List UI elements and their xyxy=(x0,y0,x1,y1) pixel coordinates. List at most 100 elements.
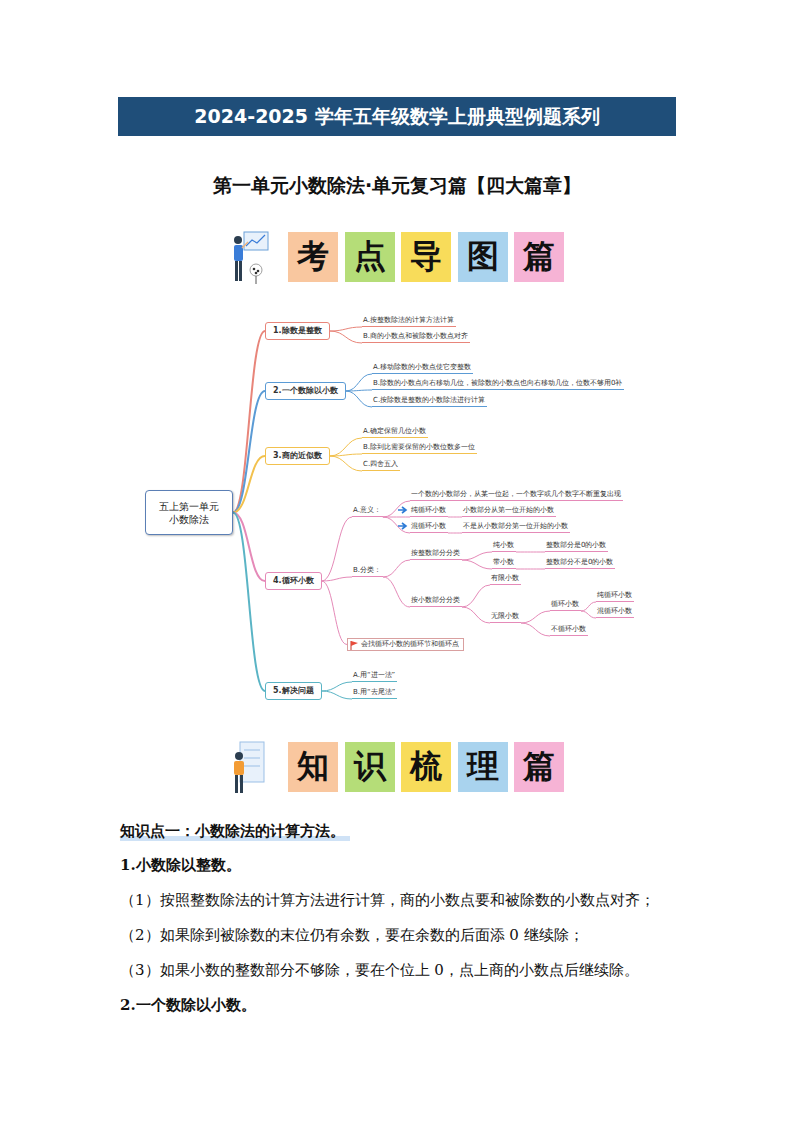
node-text: A.确定保留几位小数 xyxy=(363,427,426,435)
title-text: 2024-2025 学年五年级数学上册典型例题系列 xyxy=(194,104,599,130)
banner-tile: 图 xyxy=(458,232,508,282)
mindmap-branch xyxy=(233,513,265,692)
branch-item: A.移动除数的小数点使它变整数 xyxy=(372,363,473,374)
mindmap-branch xyxy=(330,456,362,471)
node-text: C.按除数是整数的小数除法进行计算 xyxy=(373,396,485,404)
mindmap-branch xyxy=(383,577,410,607)
node-text: 无限小数 xyxy=(491,612,519,620)
branch-item: B.除数的小数点向右移动几位，被除数的小数点也向右移动几位，位数不够用0补 xyxy=(372,379,624,390)
node-text: 3.商的近似数 xyxy=(273,451,322,460)
banner-tile: 知 xyxy=(288,742,338,792)
mindmap-branch xyxy=(516,552,545,553)
banner-tile: 考 xyxy=(288,232,338,282)
branch-box: 4.循环小数 xyxy=(265,572,322,590)
branch-item: A.意义： xyxy=(352,506,383,517)
branch-item: 一个数的小数部分，从某一位起，一个数字或几个数字不断重复出现 xyxy=(410,490,623,501)
node-text: 图 xyxy=(467,235,499,279)
node-text: 考 xyxy=(297,235,329,279)
node-text: 知 xyxy=(297,745,329,789)
branch-item: 整数部分是0的小数 xyxy=(545,541,608,552)
mindmap-branch xyxy=(581,611,596,618)
mindmap-branch xyxy=(233,331,265,513)
body-text: （1）按照整数除法的计算方法进行计算，商的小数点要和被除数的小数点对齐； xyxy=(120,891,655,910)
branch-item: 有限小数 xyxy=(490,574,521,585)
branch-item: A.确定保留几位小数 xyxy=(362,427,428,438)
node-text: 五上第一单元 小数除法 xyxy=(158,500,220,526)
branch-item: 按整数部分分类 xyxy=(410,549,462,560)
mindmap-branch xyxy=(383,517,410,533)
subtitle: 第一单元小数除法·单元复习篇【四大篇章】 xyxy=(0,173,794,199)
mindmap-branch xyxy=(330,331,362,343)
mindmap-branch xyxy=(521,623,550,636)
flag-icon xyxy=(349,639,359,651)
node-text: 导 xyxy=(410,235,442,279)
mindmap-branch xyxy=(233,513,265,582)
node-text: 混循环小数 xyxy=(597,607,632,615)
mindmap-branch xyxy=(448,517,462,518)
node-text: 纯循环小数 xyxy=(597,591,632,599)
mindmap-branch xyxy=(346,390,372,391)
mindmap-branch xyxy=(462,585,490,607)
mindmap-branch xyxy=(233,391,265,513)
mindmap-branch xyxy=(322,581,347,645)
mindmap-branch xyxy=(346,391,372,407)
node-text: A.用“进一法” xyxy=(353,671,395,679)
node-text: 4.循环小数 xyxy=(273,576,314,585)
banner-tile: 识 xyxy=(345,742,395,792)
mindmap-branch xyxy=(330,327,362,331)
node-text: 1.除数是整数 xyxy=(273,326,322,335)
node-text: 整数部分不是0的小数 xyxy=(546,558,613,566)
label-text: 知识点一：小数除法的计算方法。 xyxy=(120,822,345,840)
mindmap-branch xyxy=(462,560,492,569)
banner-tile: 点 xyxy=(345,232,395,282)
branch-item: 不循环小数 xyxy=(550,625,588,636)
branch-item: 无限小数 xyxy=(490,612,521,623)
label-text: 2.一个数除以小数。 xyxy=(120,996,256,1014)
mindmap-branch xyxy=(581,602,596,611)
node-text: A.移动除数的小数点使它变整数 xyxy=(373,363,471,371)
label-text: 第一单元小数除法·单元复习篇【四大篇章】 xyxy=(213,174,581,196)
body-text: 知识点一：小数除法的计算方法。 xyxy=(120,822,345,841)
title-band: 2024-2025 学年五年级数学上册典型例题系列 xyxy=(118,97,676,136)
banner-tile: 篇 xyxy=(514,232,564,282)
node-text: B.除到比需要保留的小数位数多一位 xyxy=(363,443,475,451)
node-text: 纯小数 xyxy=(493,541,514,549)
branch-item: A.用“进一法” xyxy=(352,671,397,682)
mindmap-branch xyxy=(448,533,462,534)
node-text: 梳 xyxy=(410,745,442,789)
mindmap-branch xyxy=(462,552,492,560)
banner-tile: 篇 xyxy=(514,742,564,792)
node-text: B.分类： xyxy=(353,566,381,574)
branch-item: C.四舍五入 xyxy=(362,460,400,471)
branch-item: 纯循环小数 xyxy=(410,506,448,517)
branch-item: B.用“去尾法” xyxy=(352,688,397,699)
note-box: 会找循环小数的循环节和循环点 xyxy=(347,638,464,651)
branch-box: 3.商的近似数 xyxy=(265,447,330,465)
node-text: B.商的小数点和被除数小数点对齐 xyxy=(363,332,468,340)
label-text: （2）如果除到被除数的末位仍有余数，要在余数的后面添 0 继续除； xyxy=(120,926,584,944)
node-text: 混循环小数 xyxy=(411,522,446,530)
mindmap-branch xyxy=(330,438,362,456)
node-text: 不是从小数部分第一位开始的小数 xyxy=(463,522,568,530)
node-text: 点 xyxy=(354,235,386,279)
mindmap-branch xyxy=(516,569,545,570)
node-text: 一个数的小数部分，从某一位起，一个数字或几个数字不断重复出现 xyxy=(411,490,621,498)
node-text: 整数部分是0的小数 xyxy=(546,541,606,549)
branch-item: 混循环小数 xyxy=(596,607,634,618)
mindmap-branch xyxy=(322,577,352,581)
node-text: 篇 xyxy=(523,235,555,279)
mindmap-branch xyxy=(330,454,362,456)
node-text: 会找循环小数的循环节和循环点 xyxy=(361,640,459,648)
node-text: 按整数部分分类 xyxy=(411,549,460,557)
mindmap-branch xyxy=(521,611,550,623)
mindmap-branch xyxy=(462,607,490,623)
branch-item: C.按除数是整数的小数除法进行计算 xyxy=(372,396,487,407)
banner-tile: 梳 xyxy=(401,742,451,792)
node-text: 小数部分从第一位开始的小数 xyxy=(463,506,554,514)
mindmap-branch xyxy=(322,682,352,691)
arrow-icons xyxy=(396,505,410,535)
body-text: （3）如果小数的整数部分不够除，要在个位上 0，点上商的小数点后继续除。 xyxy=(120,961,639,980)
mindmap-branch xyxy=(322,517,352,581)
